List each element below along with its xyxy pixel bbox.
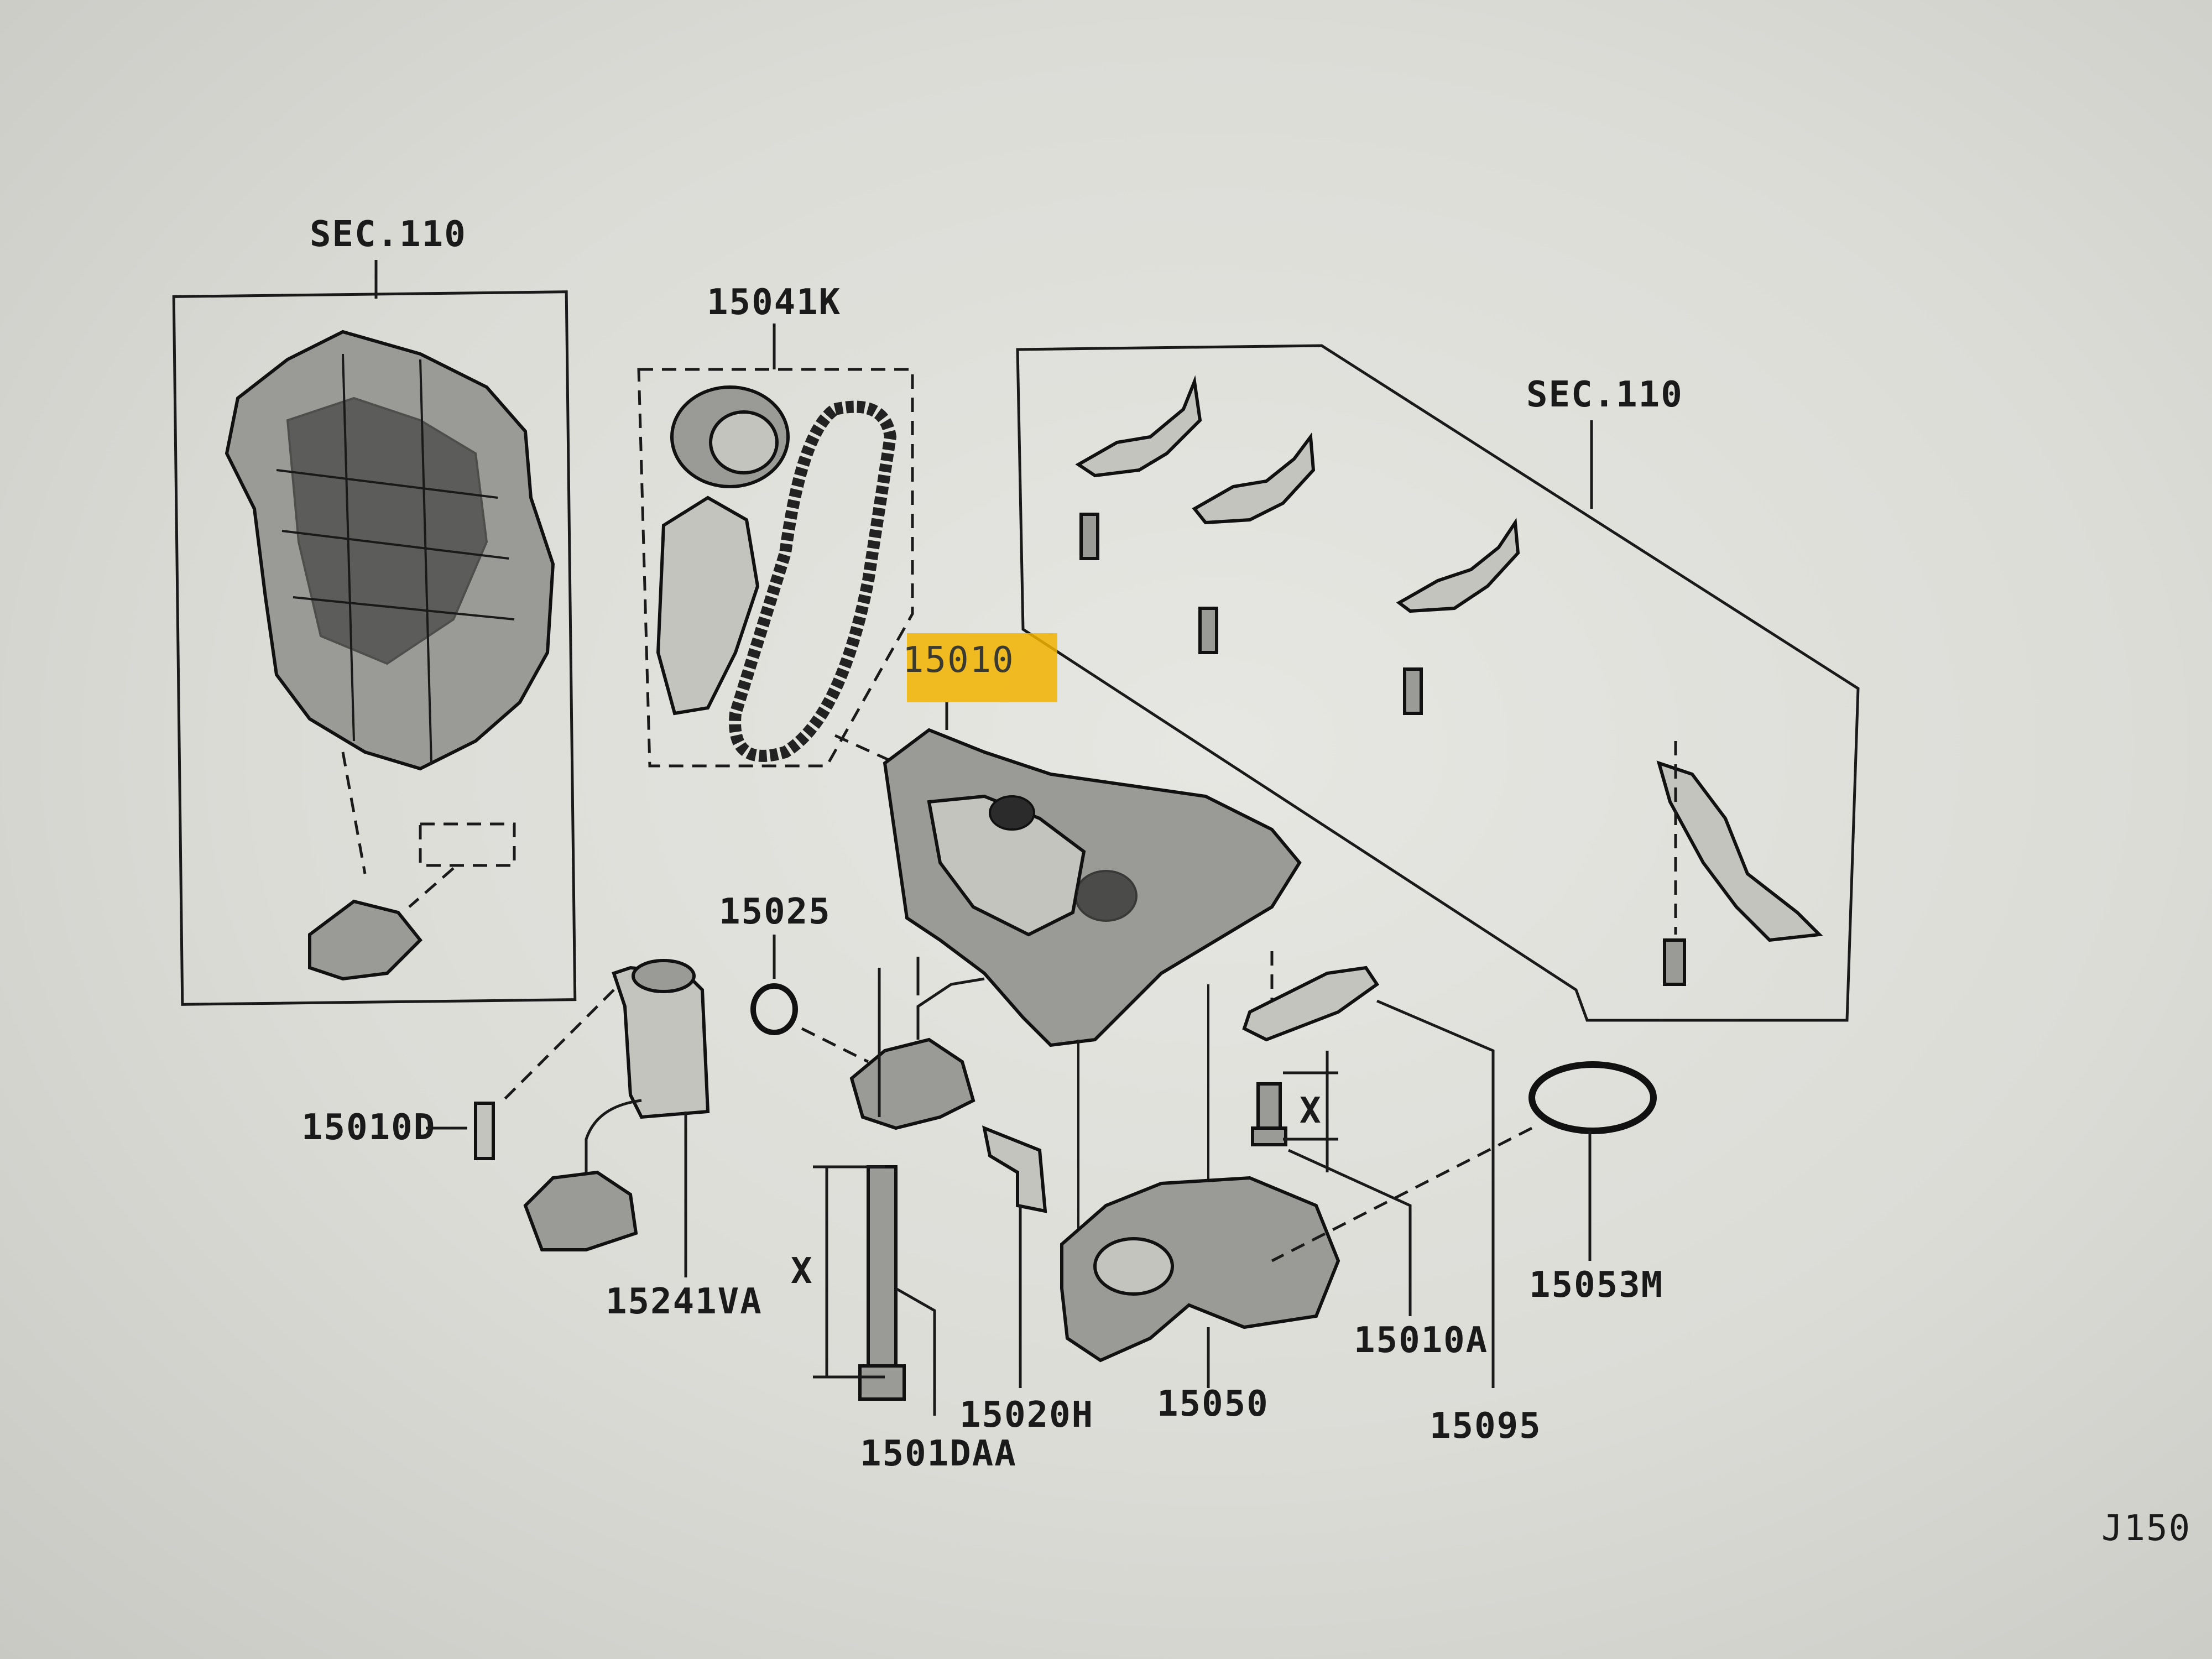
bracket-4-icon: [1656, 760, 1823, 942]
long-bolt-icon: [867, 1165, 898, 1368]
control-valve-icon: [849, 1037, 975, 1130]
chain-guide-icon: [656, 495, 760, 716]
pump-port-icon: [989, 795, 1035, 831]
sec-right-group: SEC.110: [1016, 344, 1860, 1022]
chain-kit-group: 15041K: [637, 282, 914, 768]
strainer-group: 15050: [1060, 984, 1340, 1425]
pump-port-2-icon: [1074, 870, 1138, 922]
bolt-aa-leader: [895, 1287, 936, 1416]
seal-label: 15053M: [1529, 1265, 1663, 1306]
dim-x-left-label: X: [791, 1251, 813, 1292]
strainer-icon: [1060, 1176, 1340, 1363]
bolt-d-label: 15010D: [301, 1107, 436, 1148]
part-highlight: [907, 633, 1057, 702]
sec-110-right-label: SEC.110: [1526, 374, 1683, 415]
gasket-label: 15020H: [959, 1395, 1094, 1436]
o-ring-icon: [750, 983, 798, 1035]
seal-dash-leader: [1271, 1126, 1533, 1262]
engine-frame: [172, 290, 577, 1006]
bolt-d-group: 15010D: [301, 1102, 495, 1160]
bolt-1-icon: [1079, 513, 1099, 560]
solenoid-group: 15241VA: [502, 959, 763, 1322]
solenoid-label: 15241VA: [606, 1281, 763, 1322]
valve-group: X 1501DAA: [791, 957, 1017, 1474]
solenoid-cap-icon: [632, 959, 696, 993]
strainer-label: 15050: [1157, 1384, 1269, 1425]
chain-to-pump-leader: [834, 734, 897, 765]
bolt-d-icon: [474, 1102, 495, 1160]
o-ring-dash-leader: [801, 1027, 869, 1063]
sec-110-left-label: SEC.110: [310, 214, 467, 255]
bolt-a-leader: [1287, 1149, 1412, 1316]
baffle-bracket-icon: [1242, 966, 1380, 1042]
valve-guide-lines: [878, 957, 920, 1117]
diagram-code-label: J150: [2101, 1508, 2191, 1549]
engine-assembly-group: SEC.110: [172, 214, 577, 1006]
bolt-aa-label: 1501DAA: [860, 1433, 1017, 1474]
seal-group: 15053M: [1271, 1061, 1663, 1306]
solenoid-connector-icon: [523, 1170, 638, 1251]
bracket-1-icon: [1075, 375, 1202, 478]
chain-kit-frame: [637, 368, 914, 768]
bracket-leader: [1376, 999, 1495, 1388]
pressure-sensor-icon: [308, 899, 423, 981]
sprocket-hub-icon: [709, 410, 779, 474]
solenoid-dash-leader: [502, 989, 615, 1102]
strainer-opening-icon: [1093, 1237, 1174, 1296]
bracket-group: 15095 X 15010A: [1242, 951, 1542, 1447]
sensor-callout-leader: [408, 867, 455, 908]
long-bolt-head-icon: [858, 1364, 906, 1401]
engine-detail-icon: [286, 397, 488, 665]
bracket-2-icon: [1192, 432, 1316, 525]
engine-sensor-leader: [341, 752, 367, 874]
bolt-a-head-icon: [1251, 1126, 1287, 1146]
oil-pump-label: 15010: [902, 640, 1015, 681]
bracket-3-icon: [1396, 518, 1520, 613]
seal-ring-icon: [1528, 1061, 1657, 1134]
bolt-4-icon: [1663, 938, 1686, 986]
o-ring-label: 15025: [719, 891, 831, 932]
solenoid-wire-icon: [585, 1099, 642, 1172]
o-ring-group: 15025: [719, 891, 869, 1063]
dim-x-right-label: X: [1300, 1091, 1322, 1131]
gasket-icon: [982, 1125, 1047, 1213]
bolt-2-icon: [1198, 607, 1218, 654]
bolt-a-label: 15010A: [1354, 1320, 1488, 1361]
valve-tube-icon: [916, 977, 985, 1040]
bolt-3-icon: [1403, 667, 1423, 715]
engine-ribs-icon: [276, 353, 515, 764]
oil-pump-group: 15010: [883, 633, 1302, 1047]
sec-right-frame: [1016, 344, 1860, 1022]
timing-chain-icon: [729, 400, 897, 762]
bolt-a-icon: [1256, 1082, 1282, 1135]
bracket-label: 15095: [1430, 1406, 1542, 1447]
gasket-group: 15020H: [959, 1125, 1094, 1436]
chain-kit-label: 15041K: [707, 282, 841, 323]
sensor-callout-box: [419, 822, 516, 867]
